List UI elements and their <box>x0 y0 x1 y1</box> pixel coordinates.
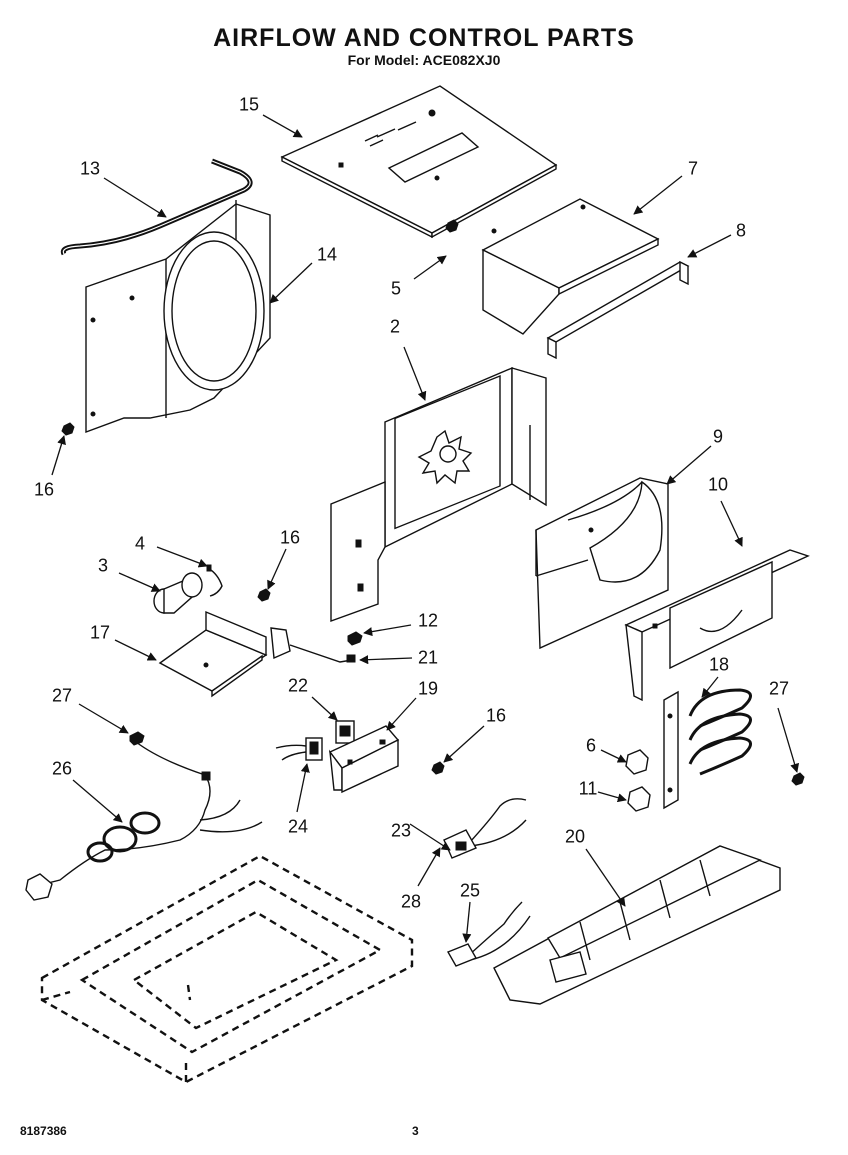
callout-3: 3 <box>97 555 109 576</box>
thermistor-bracket-part <box>270 627 356 663</box>
page-number: 3 <box>412 1124 419 1138</box>
screw-16-top <box>61 422 75 436</box>
capacitor-part <box>153 572 203 614</box>
top-cover-part <box>280 85 558 239</box>
wire-harness-28 <box>443 798 527 859</box>
callout-8: 8 <box>735 220 747 241</box>
callout-16-left: 16 <box>33 479 55 500</box>
deflector-bracket-part <box>624 549 810 702</box>
callout-17: 17 <box>89 622 111 643</box>
callout-19: 19 <box>417 678 439 699</box>
callout-6: 6 <box>585 735 597 756</box>
thermostat-part-6 <box>625 749 649 775</box>
callout-25: 25 <box>459 880 481 901</box>
screw-27-right <box>791 772 805 786</box>
wire-harness-25 <box>446 901 531 967</box>
callout-16-capacitor: 16 <box>279 527 301 548</box>
rotary-switch-part <box>275 737 323 761</box>
control-box-cover-part <box>481 198 660 335</box>
capacitor-strap-part <box>206 564 223 597</box>
orifice-panel-part <box>330 366 547 622</box>
callout-4: 4 <box>134 533 146 554</box>
callout-27-right: 27 <box>768 678 790 699</box>
drain-pan-part <box>493 845 781 1005</box>
callout-5: 5 <box>390 278 402 299</box>
callout-28: 28 <box>400 891 422 912</box>
callout-10: 10 <box>707 474 729 495</box>
callout-18: 18 <box>708 654 730 675</box>
callout-26: 26 <box>51 758 73 779</box>
heater-element-part <box>663 688 752 810</box>
selector-switch-part <box>335 720 355 744</box>
screw-5 <box>445 219 459 233</box>
screw-27-left <box>129 731 145 746</box>
callout-27-left: 27 <box>51 685 73 706</box>
base-pan-reference <box>40 854 414 1084</box>
scroll-housing-part <box>535 477 669 650</box>
fan-shroud-part <box>85 200 271 434</box>
callout-11: 11 <box>578 778 598 799</box>
gasket-part <box>60 158 253 256</box>
document-number: 8187386 <box>20 1124 67 1138</box>
mounting-bracket-part <box>546 260 690 360</box>
callout-21: 21 <box>417 647 439 668</box>
callout-23: 23 <box>390 820 412 841</box>
callout-12: 12 <box>417 610 439 631</box>
callout-14: 14 <box>316 244 338 265</box>
callout-2: 2 <box>389 316 401 337</box>
leader-lines <box>51 114 800 943</box>
power-cord-part <box>25 741 263 901</box>
page-title: AIRFLOW AND CONTROL PARTS <box>213 24 635 52</box>
screw-16-middle <box>257 588 271 602</box>
capacitor-bracket-part <box>158 610 268 698</box>
callout-13: 13 <box>79 158 101 179</box>
control-mounting-plate-part <box>328 725 400 794</box>
callout-7: 7 <box>687 158 699 179</box>
screw-16-lower <box>431 761 445 775</box>
callout-15: 15 <box>238 94 260 115</box>
callout-16-lower: 16 <box>485 705 507 726</box>
callout-20: 20 <box>564 826 586 847</box>
fuse-part-11 <box>627 786 651 812</box>
model-subtitle: For Model: ACE082XJ0 <box>347 52 501 68</box>
screw-12 <box>347 631 363 646</box>
callout-9: 9 <box>712 426 724 447</box>
callout-24: 24 <box>287 816 309 837</box>
callout-22: 22 <box>287 675 309 696</box>
